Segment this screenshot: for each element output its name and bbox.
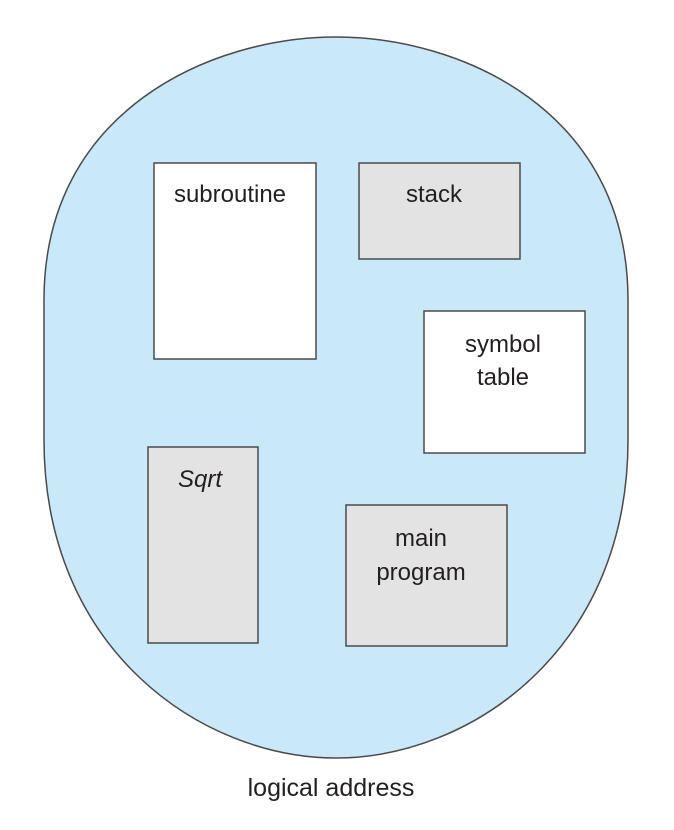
segment-subroutine-box <box>153 162 317 360</box>
segment-main-program-label-line2: program <box>376 559 465 586</box>
segment-sqrt-label: Sqrt <box>178 466 223 493</box>
segment-stack: stack <box>358 162 521 260</box>
segment-symbol-table: symbol table <box>423 310 586 454</box>
segment-symbol-table-box <box>423 310 586 454</box>
segment-main-program-label-line1: main <box>395 525 447 552</box>
diagram-caption: logical address <box>248 774 415 802</box>
segment-main-program-box <box>345 504 508 647</box>
segment-subroutine: subroutine <box>153 162 317 360</box>
segment-symbol-table-label-line2: table <box>477 364 529 391</box>
segment-main-program: main program <box>345 504 508 647</box>
segment-stack-label: stack <box>406 181 463 208</box>
segment-sqrt: Sqrt <box>147 446 259 644</box>
segment-symbol-table-label-line1: symbol <box>465 331 541 358</box>
segment-subroutine-label: subroutine <box>174 181 286 208</box>
segment-stack-box <box>358 162 521 260</box>
segment-sqrt-box <box>147 446 259 644</box>
